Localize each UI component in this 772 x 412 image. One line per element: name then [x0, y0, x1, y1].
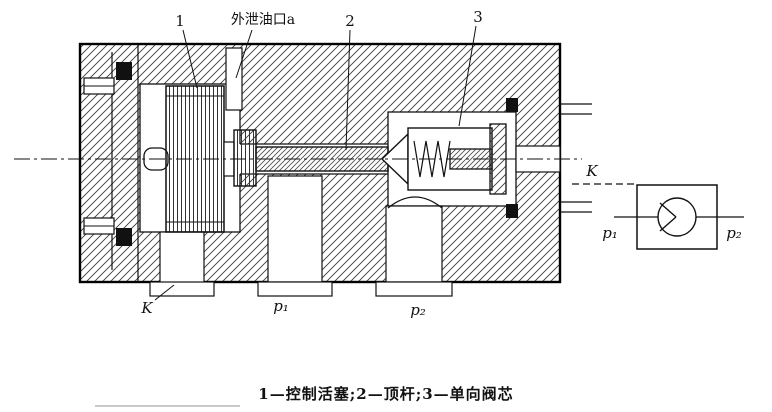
symbol-seat-lower	[659, 216, 677, 232]
p2-port-flange	[375, 281, 453, 297]
symbol-pilot-label: K	[585, 162, 598, 180]
valve-seat-dome	[387, 196, 443, 209]
right-seal-bottom	[506, 204, 518, 218]
annotations: 1 外泄油口a 2 3 K p₁ p₂	[140, 8, 482, 319]
callout-part3: 3	[473, 8, 483, 26]
p2-port-channel	[385, 205, 443, 283]
symbol-ball	[657, 197, 697, 237]
callout-part2: 2	[345, 12, 355, 30]
pilot-port-channel	[159, 231, 205, 287]
left-seal-bottom	[116, 228, 132, 246]
leader-pilot-port	[154, 284, 175, 301]
callout-part1: 1	[175, 12, 185, 30]
symbol-p2-label: p₂	[726, 224, 742, 242]
leader-drain	[235, 29, 253, 79]
cropped-next-element-edge	[95, 405, 240, 407]
leader-part3	[458, 25, 477, 127]
leader-part1	[182, 29, 198, 89]
callout-drain-port: 外泄油口a	[231, 12, 295, 28]
leader-part2	[345, 29, 351, 151]
valve-symbol: K p₁ p₂	[572, 162, 744, 250]
p1-port-channel	[267, 175, 323, 283]
pilot-port-flange	[149, 281, 215, 297]
left-seal-top	[116, 62, 132, 80]
p1-port-flange	[257, 281, 333, 297]
drain-port-a	[225, 47, 243, 111]
label-p1-port: p₁	[273, 297, 289, 315]
right-seal-top	[506, 98, 518, 112]
symbol-seat-upper	[659, 202, 677, 218]
valve-spring	[413, 140, 451, 178]
rod-collar	[233, 129, 257, 187]
figure-caption: 1—控制活塞;2—顶杆;3—单向阀芯	[258, 385, 514, 403]
label-pilot-port: K	[140, 299, 153, 317]
symbol-p1-label: p₁	[602, 224, 618, 242]
label-p2-port: p₂	[410, 301, 426, 319]
